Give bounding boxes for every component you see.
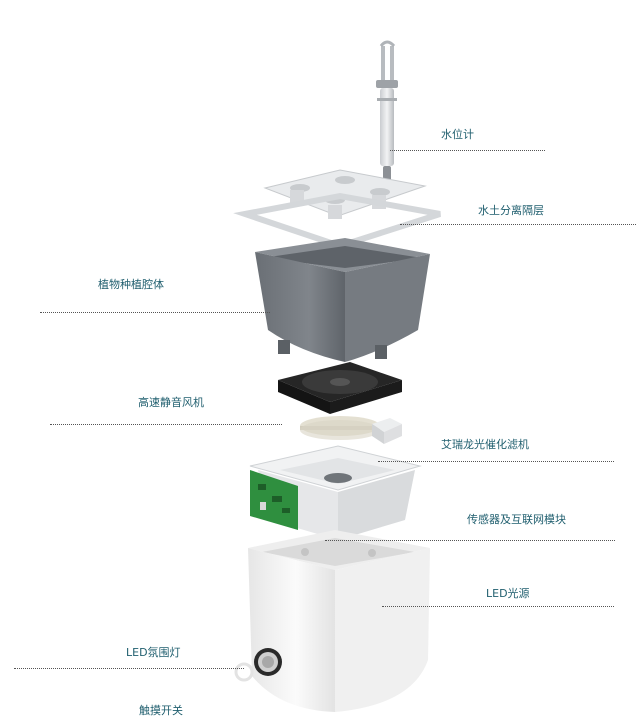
label-filter: 艾瑞龙光催化滤机 (441, 438, 529, 451)
label-fan: 高速静音风机 (138, 396, 204, 409)
label-separator: 水土分离隔层 (478, 204, 544, 217)
separator-layer (233, 169, 441, 250)
label-water-level: 水位计 (441, 128, 474, 141)
leader-led-ambient (14, 668, 244, 669)
leader-fan (50, 424, 282, 425)
label-planting-cavity: 植物种植腔体 (98, 278, 164, 291)
leader-planting-cavity (40, 312, 270, 313)
leader-led-light (382, 606, 614, 607)
label-touch-switch: 触摸开关 (139, 704, 183, 717)
leader-sensor-module (325, 540, 615, 541)
photocatalytic-filter (300, 416, 402, 444)
water-level-gauge (376, 40, 398, 182)
label-led-ambient: LED氛围灯 (126, 646, 181, 659)
label-led-light: LED光源 (486, 587, 530, 600)
silent-fan (278, 362, 402, 414)
sensor-module (249, 445, 422, 540)
main-body (234, 530, 430, 712)
leader-separator (400, 224, 636, 225)
leader-filter (378, 461, 614, 462)
leader-water-level (390, 150, 545, 151)
planting-cavity (255, 238, 430, 362)
label-sensor-module: 传感器及互联网模块 (467, 513, 566, 526)
